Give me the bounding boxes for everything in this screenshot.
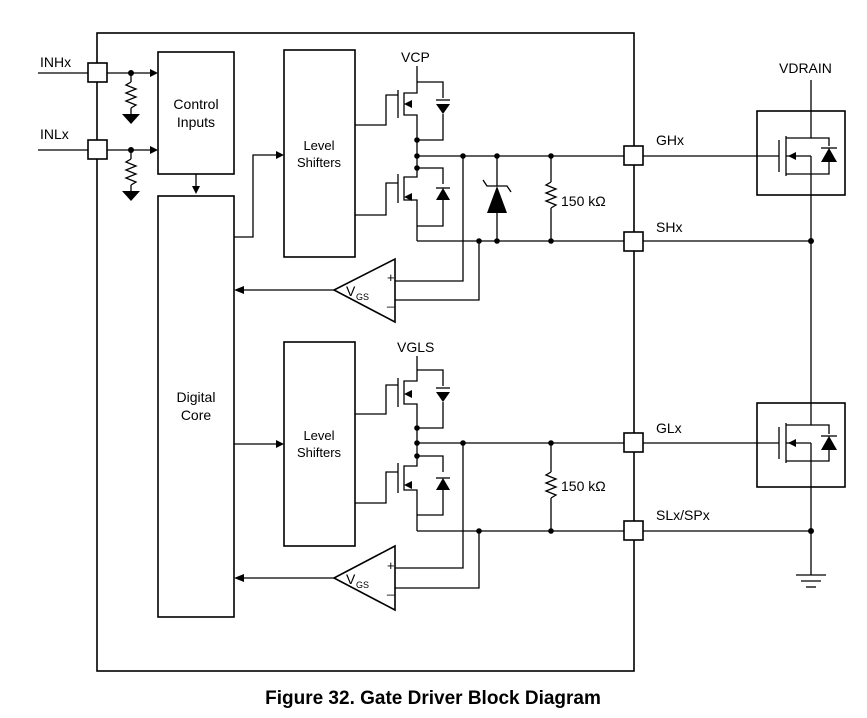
vgs-high-plus: + — [387, 270, 395, 285]
inlx-pin — [87, 139, 108, 160]
zener-clamp — [482, 156, 512, 241]
vgs-high-v: V — [346, 283, 356, 299]
level-low-label-1: Level — [303, 428, 334, 443]
control-inputs-block — [157, 51, 235, 175]
shx-pin — [623, 231, 644, 252]
vgs-amp-low: V GS + _ — [234, 443, 480, 612]
glx-pin — [623, 432, 644, 453]
slx-pin — [623, 520, 644, 541]
control-label-1: Control — [173, 96, 218, 112]
gate-resistor-high: 150 kΩ — [544, 156, 606, 241]
inhx-pulldown-source — [122, 114, 140, 124]
digital-label-1: Digital — [177, 389, 216, 405]
vgs-high-sub: GS — [356, 292, 369, 302]
vgs-low-sub: GS — [356, 580, 369, 590]
digital-core-block — [157, 195, 235, 618]
vgs-low-plus: + — [387, 558, 395, 573]
resistor-low-label: 150 kΩ — [561, 478, 606, 494]
vgs-low-minus: _ — [386, 581, 395, 596]
inlx-label: INLx — [40, 126, 69, 142]
high-top-body-diode — [436, 104, 450, 114]
low-top-body-diode — [436, 392, 450, 402]
vgs-amp-high: V GS + _ — [234, 156, 480, 324]
control-label-2: Inputs — [177, 114, 215, 130]
inhx-label: INHx — [40, 54, 71, 70]
shx-label: SHx — [656, 219, 682, 235]
level-low-label-2: Shifters — [297, 445, 342, 460]
vdrain-label: VDRAIN — [779, 60, 832, 76]
inhx-pin — [87, 62, 108, 83]
glx-label: GLx — [656, 420, 682, 436]
high-bottom-body-diode — [436, 188, 450, 200]
level-shifters-low — [283, 341, 356, 547]
ghx-label: GHx — [656, 132, 684, 148]
external-low-mosfet — [756, 402, 846, 488]
high-side-predriver: VCP — [355, 49, 450, 241]
inlx-pulldown-source — [122, 191, 140, 201]
inlx-input: INLx — [38, 126, 158, 201]
digital-label-2: Core — [181, 407, 212, 423]
ground-symbol — [796, 574, 826, 588]
inhx-pulldown-resistor — [124, 81, 138, 109]
slx-label: SLx/SPx — [656, 507, 710, 523]
resistor-high-label: 150 kΩ — [561, 193, 606, 209]
level-high-label-2: Shifters — [297, 155, 342, 170]
level-high-label-1: Level — [303, 138, 334, 153]
vgls-label: VGLS — [397, 339, 434, 355]
gate-resistor-low: 150 kΩ — [544, 443, 606, 531]
vgs-high-minus: _ — [386, 293, 395, 308]
inhx-input: INHx — [38, 54, 158, 124]
low-bottom-body-diode — [436, 478, 450, 490]
vgs-low-v: V — [346, 571, 356, 587]
low-side-predriver: VGLS — [355, 339, 450, 531]
figure-caption: Figure 32. Gate Driver Block Diagram — [265, 688, 601, 709]
external-high-mosfet — [756, 110, 846, 196]
vcp-label: VCP — [401, 49, 430, 65]
inlx-pulldown-resistor — [124, 158, 138, 186]
level-shifters-high — [283, 49, 356, 258]
ghx-pin — [623, 145, 644, 166]
